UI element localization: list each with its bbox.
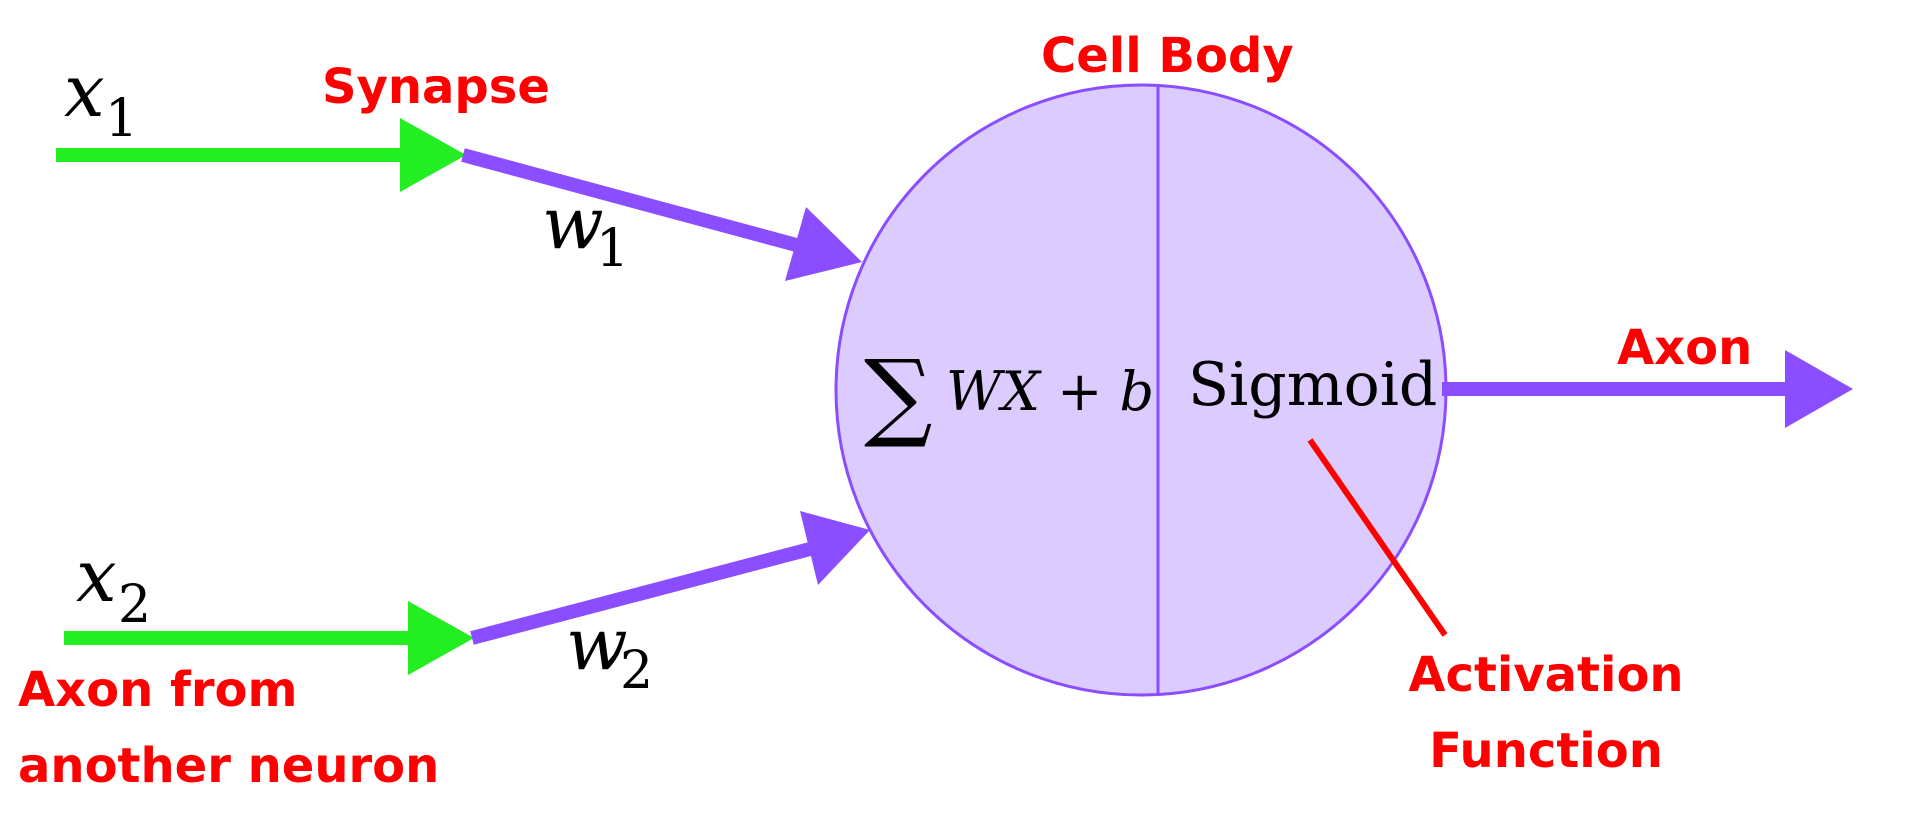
- svg-text:w: w: [566, 602, 628, 686]
- activation-pointer-line: [1307, 438, 1448, 637]
- activation-label-line1: Activation: [1408, 647, 1683, 703]
- svg-text:w: w: [542, 181, 604, 265]
- weighted-sum-expression: WX + b: [946, 360, 1154, 423]
- weight-arrow-2: [470, 511, 870, 645]
- activation-label-line2: Function: [1429, 723, 1663, 779]
- weight-arrow-1: [461, 148, 862, 281]
- weight-2-symbol: w 2: [566, 602, 653, 701]
- svg-text:2: 2: [118, 575, 151, 635]
- input-1-symbol: x 1: [64, 49, 138, 149]
- synapse-label: Synapse: [322, 59, 550, 115]
- svg-text:1: 1: [596, 219, 629, 279]
- input-2-symbol: x 2: [76, 534, 151, 635]
- summation-symbol: ∑: [864, 339, 933, 451]
- svg-text:x: x: [64, 49, 105, 133]
- activation-name: Sigmoid: [1188, 350, 1437, 420]
- axon-from-label-line1: Axon from: [18, 662, 298, 718]
- svg-text:x: x: [76, 534, 117, 618]
- input-arrow-2: [64, 601, 474, 675]
- axon-label: Axon: [1617, 320, 1752, 376]
- axon-output-arrow: [1442, 350, 1853, 428]
- svg-text:1: 1: [105, 89, 138, 149]
- weight-1-symbol: w 1: [542, 181, 629, 279]
- axon-from-label-line2: another neuron: [18, 738, 439, 794]
- svg-text:2: 2: [620, 641, 653, 701]
- input-arrow-1: [56, 118, 466, 192]
- cell-body-label: Cell Body: [1041, 28, 1294, 84]
